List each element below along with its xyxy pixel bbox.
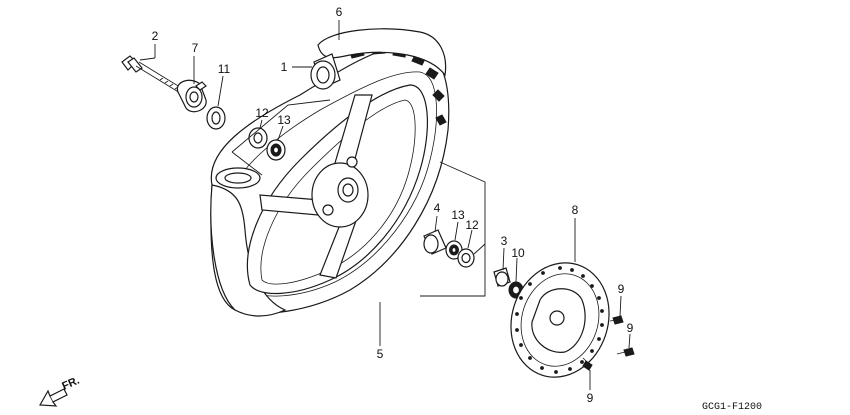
callout-12-left: 12 (255, 106, 269, 120)
callout-12-right: 12 (465, 218, 479, 232)
side-collar[interactable] (493, 267, 511, 287)
wheel-rim[interactable] (246, 84, 428, 295)
callout-13-left: 13 (277, 113, 291, 127)
brake-disc-holes (515, 266, 604, 374)
leader-lines (139, 20, 631, 390)
callout-4: 4 (434, 201, 441, 215)
distance-collar[interactable] (423, 229, 447, 255)
dust-seal-left[interactable] (248, 127, 268, 149)
callout-3: 3 (501, 234, 508, 248)
callout-11: 11 (218, 62, 231, 76)
callout-10: 10 (511, 246, 525, 260)
callout-labels: 6 1 2 7 11 12 13 4 13 12 5 3 10 8 9 9 9 (152, 5, 634, 405)
diagram-reference-code: GCG1-F1200 (702, 402, 762, 413)
callout-9-upper: 9 (618, 282, 625, 296)
disc-bolt-middle[interactable] (616, 347, 635, 357)
callout-9-lower: 9 (587, 391, 594, 405)
callout-2: 2 (152, 29, 159, 43)
brake-disc[interactable] (496, 250, 623, 390)
callout-6: 6 (336, 5, 343, 19)
callout-5: 5 (377, 347, 384, 361)
callout-7: 7 (192, 41, 199, 55)
gearbox[interactable] (176, 79, 207, 113)
hub-sleeve (215, 167, 261, 189)
front-arrow-icon (39, 388, 68, 407)
bearing-left[interactable] (266, 139, 286, 161)
disc-bolt-upper[interactable] (609, 315, 624, 325)
callout-1: 1 (281, 60, 288, 74)
front-direction-indicator: FR. (39, 375, 81, 407)
dust-seal-right[interactable] (457, 248, 475, 268)
callout-8: 8 (572, 203, 579, 217)
callout-13-right: 13 (451, 208, 465, 222)
washer[interactable] (206, 106, 226, 130)
front-direction-label: FR. (60, 375, 81, 393)
disc-bolt-lower[interactable] (582, 357, 593, 371)
wheel-collar[interactable] (310, 53, 341, 90)
callout-9-middle: 9 (627, 321, 634, 335)
